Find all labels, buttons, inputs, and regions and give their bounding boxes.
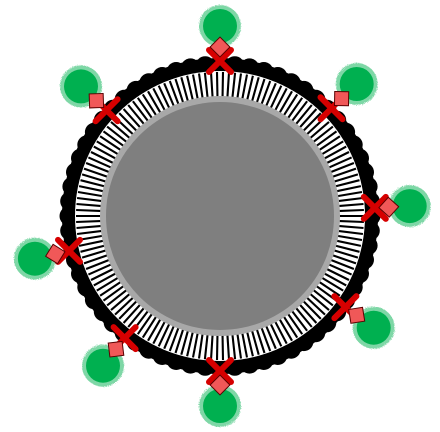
lipid-tail	[76, 221, 103, 222]
tag-square	[89, 93, 103, 107]
lipid-tail	[76, 210, 103, 211]
lipid-tail	[337, 221, 364, 222]
lipid-tail	[337, 210, 364, 211]
core-layer	[100, 96, 340, 336]
ligand-sphere	[18, 242, 52, 276]
tag-square	[349, 307, 365, 323]
tag-square	[334, 91, 348, 105]
lipid-tail	[217, 333, 218, 360]
lipid-tail	[223, 333, 224, 360]
lipid-tail	[217, 72, 218, 99]
lipid-tail	[223, 72, 224, 99]
tag-square	[108, 341, 124, 357]
core-sphere	[106, 102, 334, 330]
